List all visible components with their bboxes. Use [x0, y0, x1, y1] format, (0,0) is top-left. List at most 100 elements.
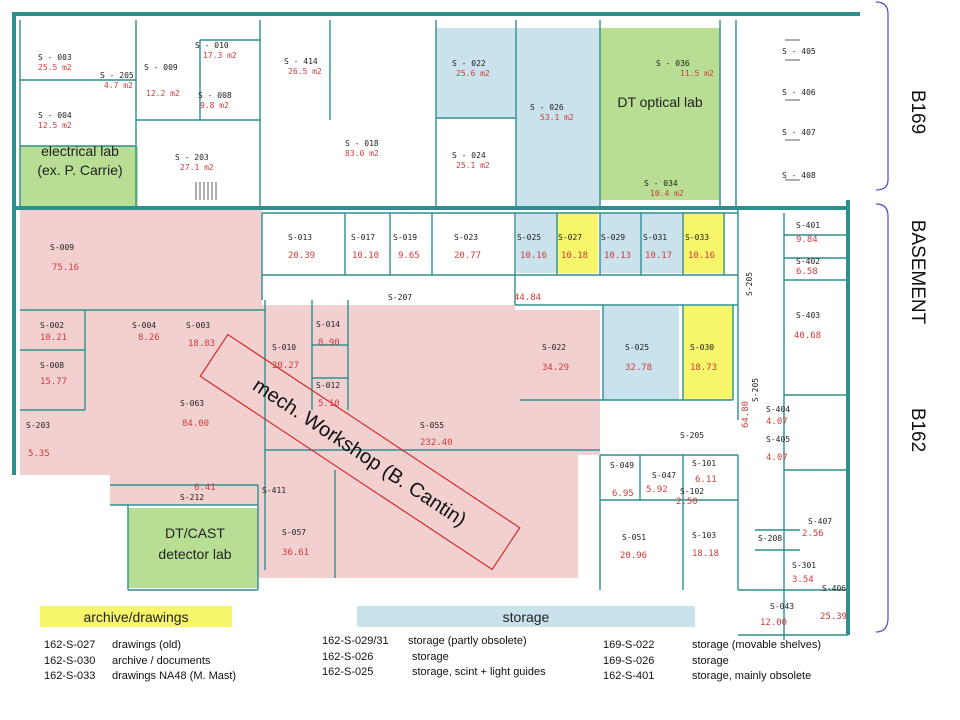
room-name: S - 034	[644, 179, 678, 188]
room-area: 3.54	[792, 575, 814, 585]
room-name: S - 004	[38, 111, 72, 120]
room-area: 36.61	[282, 548, 309, 558]
legend-desc: drawings NA48 (M. Mast)	[112, 670, 237, 682]
legend-code: 162-S-026	[322, 650, 374, 663]
room-name: S-063	[180, 399, 204, 408]
room-fill-dt-cast	[128, 508, 258, 588]
legend-desc: storage, scint + light guides	[412, 666, 546, 678]
room-name: S-205	[751, 378, 760, 402]
side-annotations: B169 BASEMENT B162	[875, 1, 928, 633]
legend-code: 169-S-022	[603, 639, 655, 651]
room-name: S - 405	[782, 47, 816, 56]
room-area: 12.2 m2	[146, 89, 180, 98]
walls	[12, 12, 860, 640]
room-area: 34.29	[542, 363, 569, 373]
room-area: 12.5 m2	[38, 121, 72, 130]
room-fill-s026t	[516, 28, 600, 206]
room-name: S-017	[351, 233, 375, 242]
room-area: 25.6 m2	[456, 69, 490, 78]
room-area: 20.96	[620, 551, 647, 561]
room-labels: S - 003 25.5 m2 S - 004 12.5 m2 S - 205 …	[26, 41, 847, 628]
room-area: 5.10	[318, 399, 340, 409]
room-area: 20.27	[272, 361, 299, 371]
room-name: S-203	[26, 421, 50, 430]
room-name: S-205	[680, 431, 704, 440]
room-area: 9.65	[398, 251, 420, 261]
room-area: 18.73	[690, 363, 717, 373]
room-name: S-208	[758, 534, 782, 543]
dt-cast-lab-label: DT/CAST detector lab	[158, 525, 232, 562]
room-area: 10.18	[561, 251, 588, 261]
room-name: S-003	[186, 321, 210, 330]
room-fill-s025	[516, 213, 557, 273]
room-name: S-055	[420, 421, 444, 430]
room-name: S - 414	[284, 57, 318, 66]
room-area: 10.16	[520, 251, 547, 261]
legend-code: 162-S-030	[44, 654, 96, 667]
legend-archive-header: archive/drawings	[40, 606, 232, 627]
room-name: S-406	[822, 584, 846, 593]
room-area: 5.92	[646, 485, 668, 495]
workshop-area	[20, 210, 600, 578]
room-area: 12.00	[760, 618, 787, 628]
room-name: S-051	[622, 533, 646, 542]
room-name: S-212	[180, 493, 204, 502]
room-name: S-301	[792, 561, 816, 570]
legend-desc: storage	[692, 654, 729, 667]
legend-code: 162-S-025	[322, 666, 374, 678]
room-area: 10.16	[688, 251, 715, 261]
dt-optical-lab-label: DT optical lab	[617, 94, 703, 110]
room-name: S - 003	[38, 53, 72, 62]
room-name: S-101	[692, 459, 716, 468]
legend-desc: storage	[412, 650, 449, 663]
room-name: S-407	[808, 517, 832, 526]
room-area: 25.5 m2	[38, 63, 72, 72]
room-name: S-047	[652, 471, 676, 480]
room-area: 15.77	[40, 377, 67, 387]
room-area: 18.18	[692, 549, 719, 559]
room-name: S-013	[288, 233, 312, 242]
room-name: S-057	[282, 528, 306, 537]
room-area: 8.26	[138, 333, 160, 343]
room-area: 75.16	[52, 263, 79, 273]
room-name: S-207	[388, 293, 412, 302]
room-area: 6.11	[695, 475, 717, 485]
room-name: S - 022	[452, 59, 486, 68]
room-area: 18.83	[188, 339, 215, 349]
room-area: 11.5 m2	[680, 69, 714, 78]
side-label-basement: BASEMENT	[907, 220, 928, 325]
room-name: S-019	[393, 233, 417, 242]
room-area: 17.3 m2	[203, 51, 237, 60]
room-name: S-030	[690, 343, 714, 352]
room-area: 6.41	[194, 483, 216, 493]
room-name: S-025	[625, 343, 649, 352]
room-name: S-027	[558, 233, 582, 242]
room-area: 10.13	[604, 251, 631, 261]
room-area: 44.84	[514, 293, 541, 303]
room-area: 2.56	[802, 529, 824, 539]
room-area: 8.90	[318, 338, 340, 348]
room-name: S - 009	[144, 63, 178, 72]
room-area: 84.00	[182, 419, 209, 429]
room-fill-electrical	[20, 146, 138, 206]
room-fill-s025b	[603, 306, 679, 400]
legend-code: 162-S-027	[44, 639, 96, 651]
room-area: 32.78	[625, 363, 652, 373]
room-name: S-002	[40, 321, 64, 330]
room-name: S - 205	[100, 71, 134, 80]
room-area: 20.39	[288, 251, 315, 261]
room-name: S-008	[40, 361, 64, 370]
room-name: S-103	[692, 531, 716, 540]
room-name: S-014	[316, 320, 340, 329]
room-fill-s027	[557, 213, 598, 273]
room-name: S-025	[517, 233, 541, 242]
room-area: 40.68	[794, 331, 821, 341]
electrical-lab-label: electrical lab (ex. P. Carrie)	[37, 143, 123, 178]
legend-code: 169-S-026	[603, 654, 655, 667]
